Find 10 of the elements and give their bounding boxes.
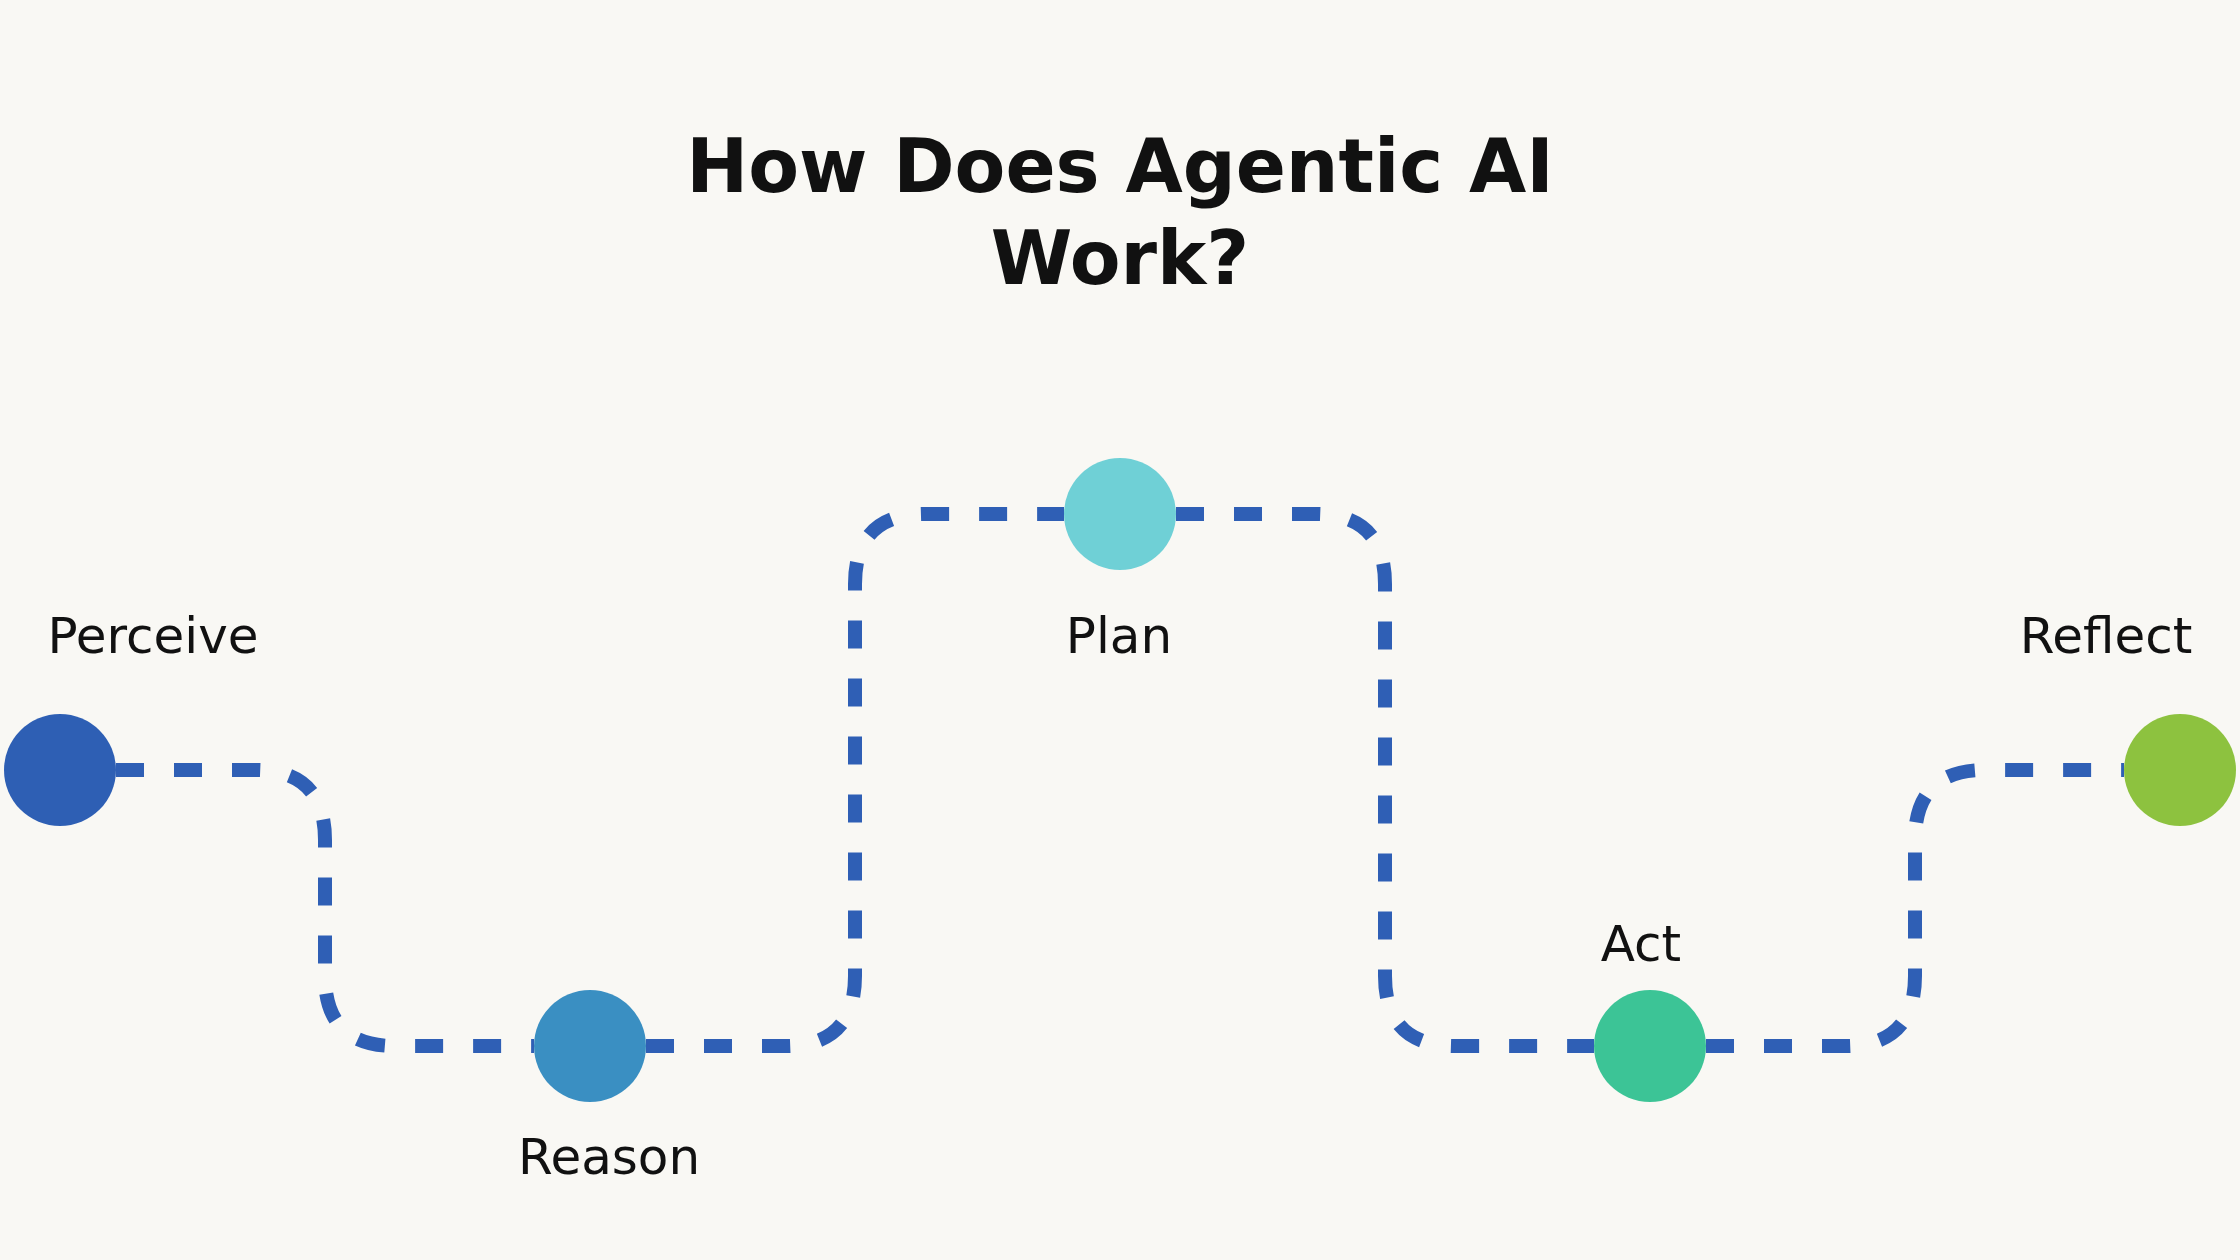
step-label: Act xyxy=(1600,915,1682,973)
step-label: Plan xyxy=(1065,607,1173,665)
dashed-connector xyxy=(116,763,534,1053)
dashed-connector xyxy=(1176,507,1594,1053)
step-label: Reason xyxy=(517,1128,701,1186)
step-label: Reflect xyxy=(2019,607,2193,665)
dashed-connector xyxy=(1706,763,2124,1053)
step-label: Perceive xyxy=(47,607,259,665)
dashed-connector xyxy=(646,507,1064,1053)
title: How Does Agentic AI Work? xyxy=(685,122,1555,303)
